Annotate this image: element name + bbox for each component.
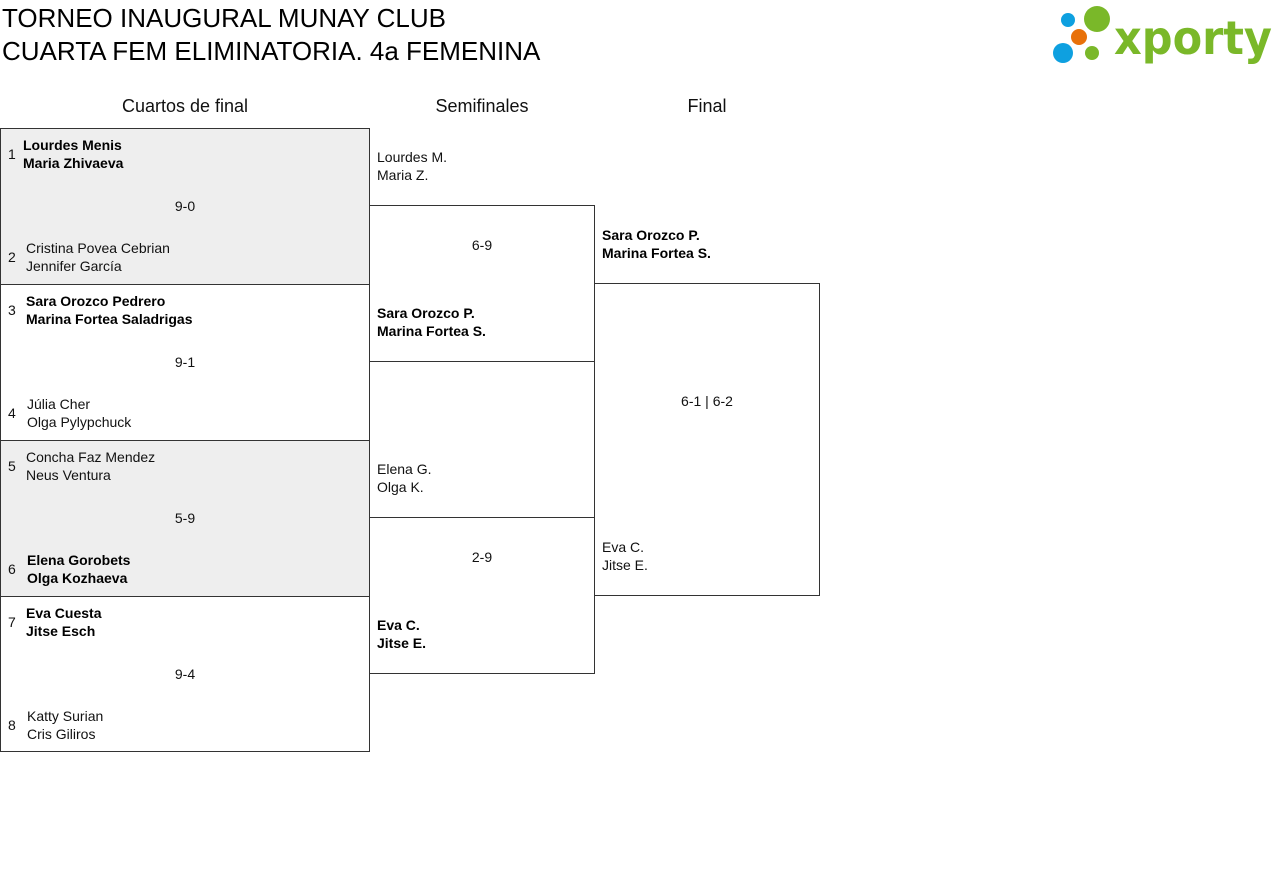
player-name: Katty Surian: [27, 708, 104, 724]
seed: 2: [8, 249, 16, 265]
seed: 8: [8, 717, 16, 733]
tournament-title: TORNEO INAUGURAL MUNAY CLUB: [2, 3, 447, 33]
player-name: Elena Gorobets: [27, 552, 131, 568]
match-score: 9-1: [174, 354, 196, 370]
player-name: Olga K.: [377, 479, 424, 495]
player-name: Neus Ventura: [26, 467, 111, 483]
player-name: Concha Faz Mendez: [26, 449, 156, 465]
team-names: Eva C. Jitse E.: [377, 616, 426, 652]
match-score: 6-9: [471, 237, 493, 253]
team-names: Eva C. Jitse E.: [602, 538, 648, 574]
seed: 7: [8, 614, 16, 630]
match-score: 9-4: [174, 666, 196, 682]
player-name: Sara Orozco P.: [602, 227, 700, 243]
player-name: Maria Z.: [377, 167, 429, 183]
player-name: Júlia Cher: [27, 396, 91, 412]
player-name: Maria Zhivaeva: [23, 155, 124, 171]
player-name: Cristina Povea Cebrian: [26, 240, 170, 256]
seed: 6: [8, 561, 16, 577]
player-name: Eva C.: [602, 539, 645, 555]
team-names: Sara Orozco P. Marina Fortea S.: [602, 226, 711, 262]
final-match: [594, 283, 820, 596]
player-name: Olga Pylypchuck: [27, 414, 132, 430]
player-name: Jitse E.: [602, 557, 648, 573]
player-name: Marina Fortea Saladrigas: [26, 311, 193, 327]
player-name: Cris Giliros: [27, 726, 96, 742]
player-name: Sara Orozco Pedrero: [26, 293, 166, 309]
match-score: 2-9: [471, 549, 493, 565]
team-names: Sara Orozco P. Marina Fortea S.: [377, 304, 486, 340]
player-name: Eva C.: [377, 617, 420, 633]
match-score: 5-9: [174, 510, 196, 526]
round-header-final: Final: [687, 96, 727, 116]
player-name: Elena G.: [377, 461, 432, 477]
player-name: Jitse Esch: [26, 623, 96, 639]
match-score: 9-0: [174, 198, 196, 214]
match-score: 6-1 | 6-2: [681, 393, 733, 409]
quarter-match-4: [0, 596, 370, 752]
team-names: Elena G. Olga K.: [377, 460, 431, 496]
seed: 3: [8, 302, 16, 318]
player-name: Sara Orozco P.: [377, 305, 475, 321]
seed: 1: [8, 146, 16, 162]
player-name: Marina Fortea S.: [377, 323, 486, 339]
player-name: Eva Cuesta: [26, 605, 102, 621]
seed: 4: [8, 405, 16, 421]
svg-text:xporty: xporty: [1114, 11, 1272, 65]
quarter-match-1: [0, 128, 370, 285]
quarter-match-3: [0, 440, 370, 597]
team-names: Lourdes M. Maria Z.: [377, 148, 447, 184]
player-name: Lourdes Menis: [23, 137, 122, 153]
seed: 5: [8, 458, 16, 474]
category-title: CUARTA FEM ELIMINATORIA. 4a FEMENINA: [2, 36, 541, 66]
round-header-quarters: Cuartos de final: [121, 96, 249, 116]
player-name: Jennifer García: [26, 258, 122, 274]
xporty-logo: xporty: [1050, 4, 1275, 66]
player-name: Marina Fortea S.: [602, 245, 711, 261]
round-header-semis: Semifinales: [435, 96, 529, 116]
player-name: Lourdes M.: [377, 149, 448, 165]
player-name: Olga Kozhaeva: [27, 570, 128, 586]
player-name: Jitse E.: [377, 635, 427, 651]
